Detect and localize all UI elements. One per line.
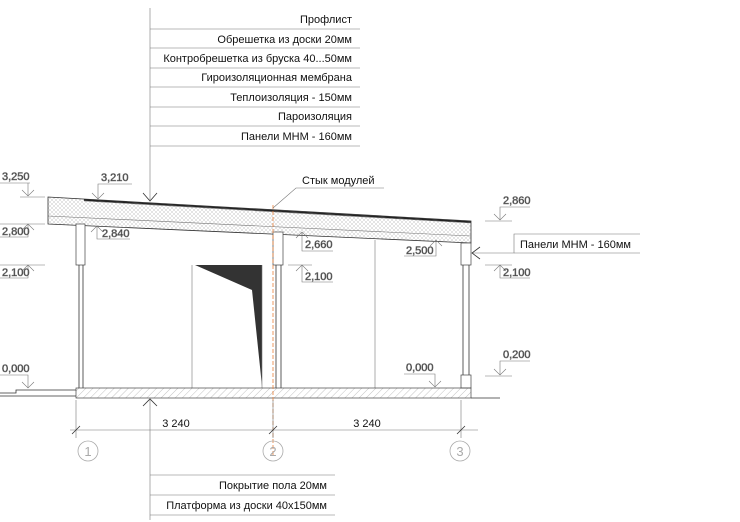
svg-text:2,800: 2,800 [2, 226, 30, 238]
layer-label: Гироизоляционная мембрана [201, 72, 353, 84]
level-2860: 2,860 [485, 195, 531, 222]
level-2100: 2,100 [0, 264, 45, 279]
walls [75, 223, 472, 389]
layer-label: Профлист [300, 14, 352, 26]
roof-layers-callout: Профлист Обрешетка из доски 20мм Контроб… [142, 8, 360, 202]
svg-text:2,840: 2,840 [102, 228, 130, 240]
svg-text:2,660: 2,660 [305, 239, 333, 251]
layer-label: Теплоизоляция - 150мм [230, 92, 352, 104]
svg-text:3,250: 3,250 [2, 171, 30, 183]
svg-text:2,860: 2,860 [503, 195, 531, 207]
svg-text:3,210: 3,210 [101, 172, 129, 184]
level-2100-right: 2,100 [485, 264, 531, 279]
level-2660: 2,660 [295, 231, 333, 252]
level-2800: 2,800 [0, 223, 45, 238]
axis-label: 1 [84, 444, 91, 459]
module-joint-label: Стык модулей [302, 175, 375, 187]
svg-text:2,100: 2,100 [305, 271, 333, 283]
wall-callout: Панели МНМ - 160мм [471, 233, 640, 260]
grid-axes: 1 2 3 [77, 440, 471, 462]
dimension-line: 3 240 3 240 [70, 400, 478, 438]
dimension-label: 3 240 [162, 418, 190, 430]
layer-label: Покрытие пола 20мм [219, 480, 327, 492]
level-3250: 3,250 [0, 171, 45, 198]
level-2500: 2,500 [404, 239, 443, 257]
layer-label: Платформа из доски 40х150мм [166, 500, 327, 512]
svg-text:2,500: 2,500 [406, 245, 434, 257]
level-0200: 0,200 [485, 349, 531, 377]
level-0000-left: 0,000 [0, 363, 35, 389]
svg-text:2,100: 2,100 [2, 267, 30, 279]
axis-label: 2 [269, 444, 276, 459]
module-joint: Стык модулей [272, 175, 384, 455]
level-3210: 3,210 [91, 172, 132, 200]
dimension-label: 3 240 [353, 418, 381, 430]
layer-label: Панели МНМ - 160мм [241, 131, 352, 143]
axis-label: 3 [456, 444, 463, 459]
level-0000-right: 0,000 [404, 362, 442, 388]
wall-label: Панели МНМ - 160мм [520, 239, 631, 251]
svg-text:0,200: 0,200 [503, 349, 531, 361]
level-2840: 2,840 [90, 225, 130, 240]
svg-text:0,000: 0,000 [406, 362, 434, 374]
roof-slab [47, 196, 472, 244]
svg-text:0,000: 0,000 [2, 363, 30, 375]
level-marks: 3,250 2,800 2,100 0,000 3,210 2,840 2,66… [0, 171, 531, 389]
floor-layers-callout: Покрытие пола 20мм Платформа из доски 40… [149, 400, 335, 520]
door-swing [195, 265, 263, 388]
level-2100-mid: 2,100 [288, 264, 333, 283]
floor-platform [0, 387, 500, 407]
svg-text:2,100: 2,100 [503, 267, 531, 279]
layer-label: Обрешетка из доски 20мм [217, 34, 352, 46]
layer-label: Пароизоляция [278, 111, 352, 123]
layer-label: Контробрешетка из бруска 40...50мм [163, 53, 352, 65]
